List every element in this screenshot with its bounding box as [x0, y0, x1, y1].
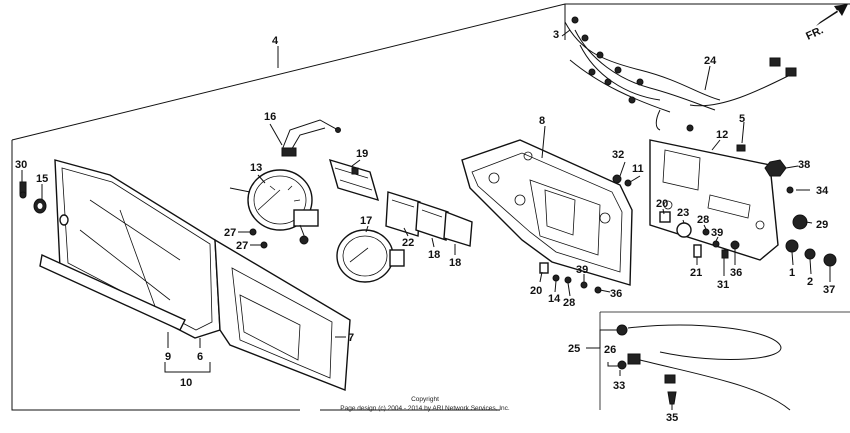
callout-39b: 39	[711, 227, 723, 239]
speedometer-13	[229, 169, 319, 245]
callout-4: 4	[272, 35, 279, 47]
callout-20a: 20	[530, 285, 542, 297]
callout-12: 12	[716, 129, 728, 141]
callout-27a: 27	[224, 227, 236, 239]
callout-26: 26	[604, 344, 616, 356]
callout-1: 1	[789, 267, 795, 279]
bulb-5	[736, 144, 746, 152]
leader-lines	[21, 29, 831, 410]
callout-9: 9	[165, 351, 171, 363]
callout-11: 11	[632, 163, 644, 175]
callout-34: 34	[816, 185, 829, 197]
printed-circuit-19	[328, 158, 380, 202]
callout-24: 24	[704, 55, 717, 67]
callout-17: 17	[360, 215, 372, 227]
sub-harness-16	[281, 119, 341, 157]
meter-case-8	[461, 139, 633, 286]
callout-16: 16	[264, 111, 276, 123]
callout-25: 25	[568, 343, 580, 355]
gauge-18a	[415, 201, 449, 241]
callout-8: 8	[539, 115, 545, 127]
callout-2: 2	[807, 276, 813, 288]
callout-10: 10	[180, 377, 192, 389]
nut-38	[764, 159, 787, 177]
callout-18a: 18	[428, 249, 440, 261]
callout-18b: 18	[449, 257, 461, 269]
screw-34	[786, 186, 794, 194]
callout-37: 37	[823, 284, 835, 296]
callout-21: 21	[690, 267, 702, 279]
callout-39a: 39	[576, 264, 588, 276]
callout-29: 29	[816, 219, 828, 231]
callout-30: 30	[15, 159, 27, 171]
grommet-15	[33, 198, 47, 214]
callout-28b: 28	[697, 214, 709, 226]
callout-38: 38	[798, 159, 810, 171]
front-direction-arrow	[816, 4, 848, 26]
callout-35: 35	[666, 412, 678, 424]
tachometer-17	[336, 229, 405, 283]
callout-5: 5	[739, 113, 745, 125]
socket-37	[823, 253, 837, 267]
callout-31: 31	[717, 279, 729, 291]
socket-1	[785, 239, 799, 253]
callout-labels: 4 3 24 5 8 32 11 12 38 34 29 16 19 13 27…	[15, 29, 835, 424]
callout-19: 19	[356, 148, 368, 160]
callout-3: 3	[553, 29, 559, 41]
small-parts-inner	[539, 174, 740, 294]
callout-36a: 36	[610, 288, 622, 300]
gauge-22	[385, 191, 421, 237]
callout-14: 14	[548, 293, 561, 305]
copyright-title: Copyright	[411, 396, 439, 403]
speedometer-cable-25	[616, 324, 791, 411]
grommet-29	[792, 214, 808, 230]
gauge-18b	[443, 211, 473, 247]
callout-23: 23	[677, 207, 689, 219]
callout-15: 15	[36, 173, 48, 185]
callout-27b: 27	[236, 240, 248, 252]
front-label: FR.	[804, 24, 825, 42]
callout-7: 7	[348, 332, 354, 344]
copyright-notice: Page design (c) 2004 - 2014 by ARI Netwo…	[340, 405, 510, 412]
cable-boundary	[599, 311, 850, 410]
screw-30	[19, 181, 27, 199]
callout-6: 6	[197, 351, 203, 363]
callout-32: 32	[612, 149, 624, 161]
callout-28a: 28	[563, 297, 575, 309]
callout-20b: 20	[656, 198, 668, 210]
socket-2	[804, 248, 816, 260]
assembly-boundary	[11, 3, 850, 411]
callout-33: 33	[613, 380, 625, 392]
meter-lens-group	[39, 159, 351, 391]
wire-harness-24	[564, 16, 797, 132]
callout-22: 22	[402, 237, 414, 249]
callout-13: 13	[250, 162, 262, 174]
callout-36b: 36	[730, 267, 742, 279]
